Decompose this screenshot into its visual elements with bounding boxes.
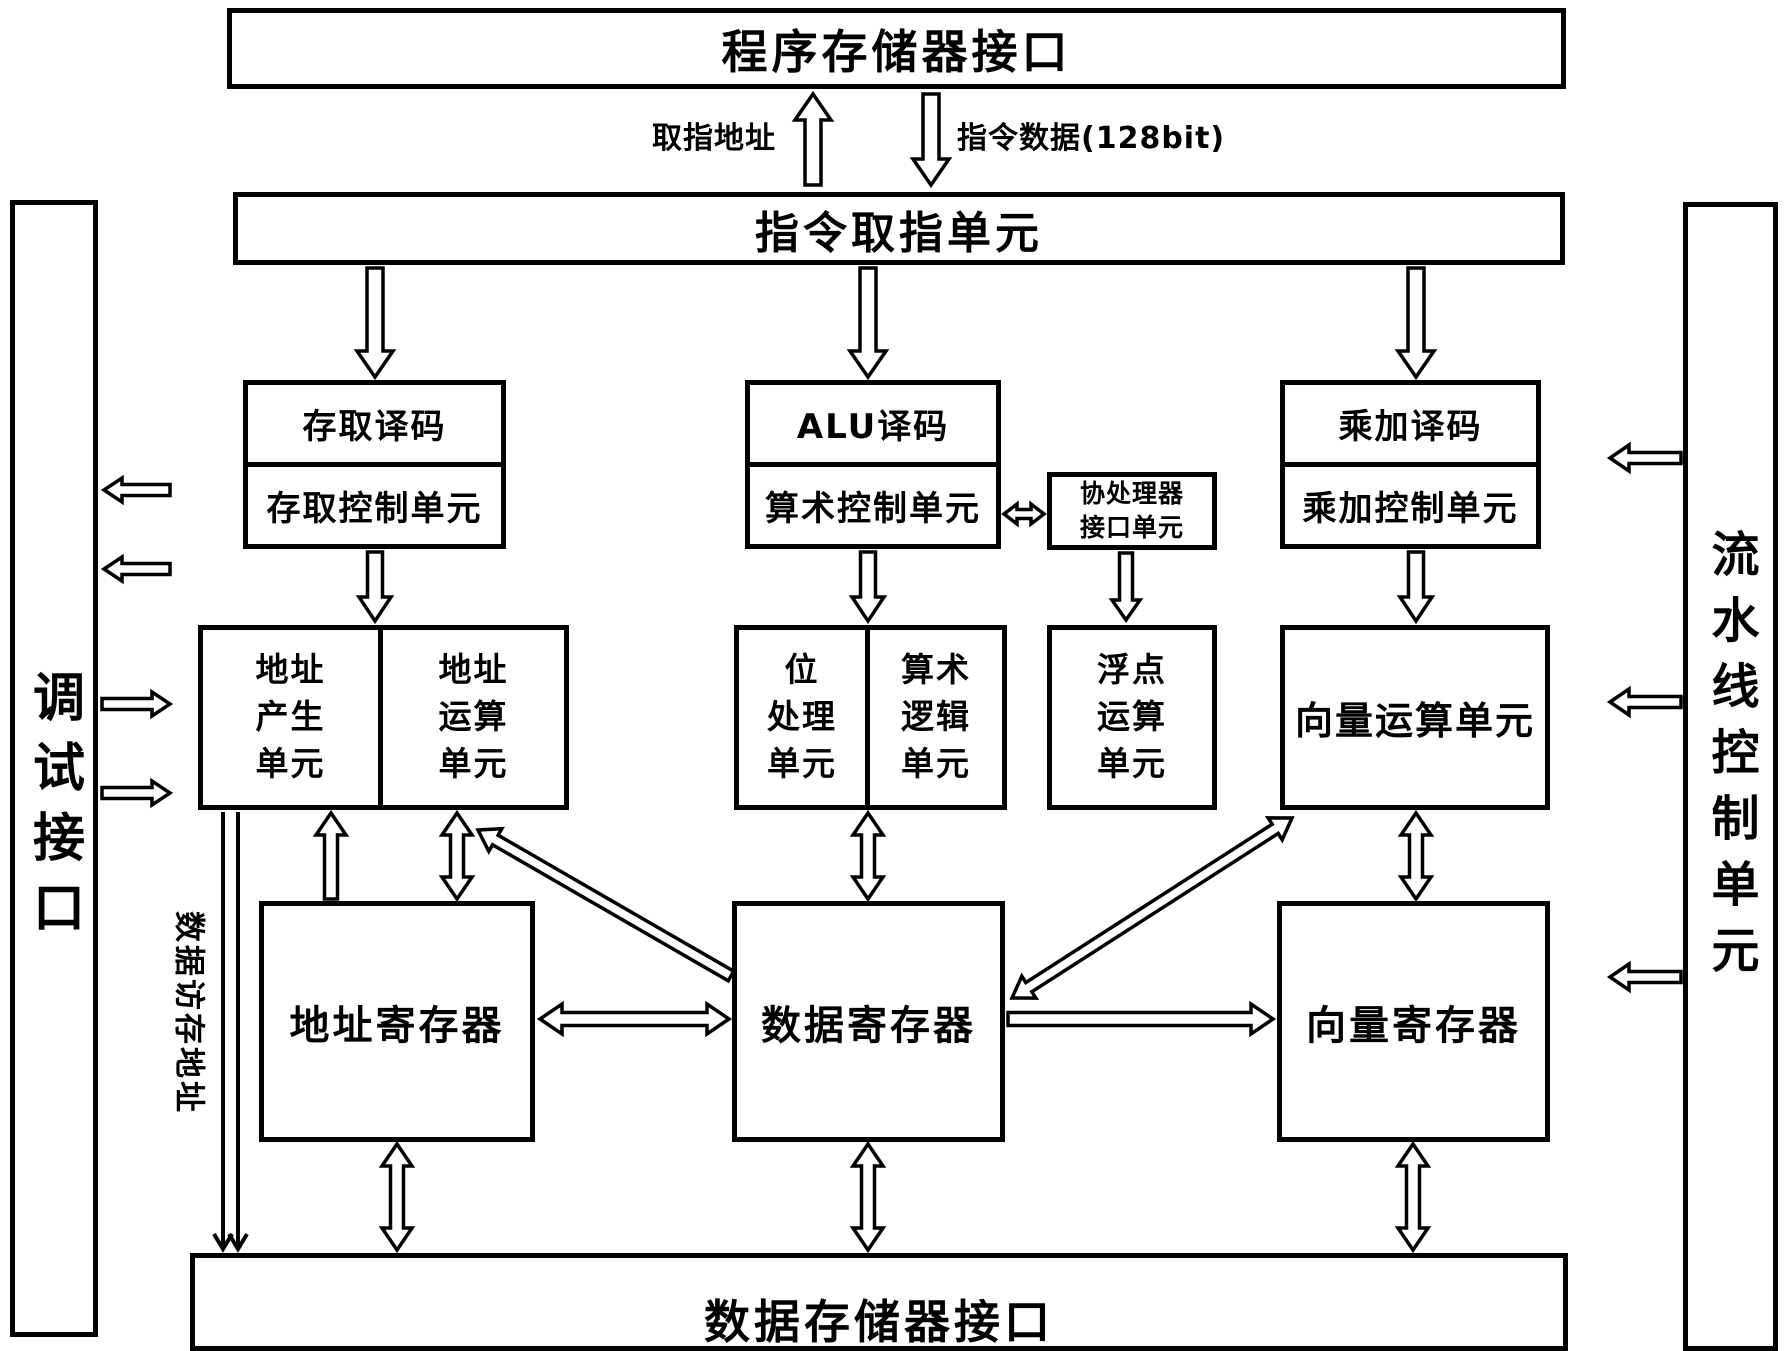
vector-register: 向量寄存器	[1277, 901, 1550, 1142]
address-calculation-unit-label: 地址 运算 单元	[438, 650, 509, 783]
mac-decode-cell: 乘加译码	[1285, 385, 1536, 467]
vector-operation-unit: 向量运算单元	[1280, 625, 1550, 810]
arrow-aluctrl-coproc-link	[1001, 500, 1047, 528]
arrow-fetch-to-access-decode	[353, 266, 397, 381]
line-data-access-address-2	[227, 812, 249, 1253]
address-register: 地址寄存器	[259, 901, 535, 1142]
arrow-vectorreg-membus-link	[1394, 1140, 1432, 1254]
arrow-datareg-aluunit-link	[849, 809, 887, 903]
data-register: 数据寄存器	[732, 901, 1005, 1142]
arrow-debug-in-1	[100, 474, 172, 506]
vector-operation-unit-label: 向量运算单元	[1294, 699, 1535, 743]
coprocessor-interface-label: 协处理器 接口单元	[1080, 477, 1184, 545]
debug-interface-bar: 调试接口	[10, 200, 98, 1337]
arrow-pipeline-ctrl-2	[1606, 685, 1683, 719]
program-memory-interface-bar: 程序存储器接口	[227, 8, 1566, 89]
arrow-access-ctrl-to-addr-units	[355, 550, 395, 625]
arrow-addrreg-datareg-link	[536, 1000, 733, 1038]
arrow-alu-ctrl-to-alu-units	[848, 550, 888, 625]
coprocessor-line2: 接口单元	[1079, 513, 1184, 542]
instruction-fetch-unit-bar: 指令取指单元	[233, 192, 1565, 265]
instruction-fetch-unit-label: 指令取指单元	[755, 207, 1043, 259]
data-register-label: 数据寄存器	[761, 1002, 976, 1049]
floating-point-unit: 浮点 运算 单元	[1047, 625, 1217, 810]
bit-processing-unit: 位 处理 单元	[734, 625, 870, 810]
arithmetic-control-unit-cell: 算术控制单元	[765, 489, 981, 529]
data-memory-interface-bar: 数据存储器接口	[190, 1253, 1568, 1351]
access-decode-cell: 存取译码	[248, 385, 501, 467]
coprocessor-line1: 协处理器	[1079, 479, 1184, 509]
arithmetic-logic-unit-label: 算术 逻辑 单元	[901, 650, 971, 783]
instruction-data-label: 指令数据(128bit)	[957, 121, 1226, 156]
address-register-label: 地址寄存器	[289, 1002, 505, 1049]
address-generation-unit: 地址 产生 单元	[198, 625, 383, 810]
arrow-pipeline-ctrl-3	[1606, 960, 1683, 994]
arrow-datareg-to-vectorreg	[1006, 1000, 1277, 1038]
arrow-addrreg-addrcalc-link	[438, 809, 476, 903]
arrow-datareg-membus-link	[849, 1140, 887, 1254]
alu-decode-block: ALU译码 算术控制单元	[745, 380, 1001, 549]
data-access-address-label: 数据访存地址	[170, 911, 207, 1115]
arrow-debug-in-2	[100, 553, 172, 585]
alu-decode-cell: ALU译码	[750, 385, 996, 467]
line-data-access-address-1	[212, 812, 234, 1253]
arrow-vectorunit-vectorreg-link	[1397, 809, 1435, 903]
vector-register-label: 向量寄存器	[1306, 1002, 1521, 1049]
arrow-mac-ctrl-to-vector-unit	[1396, 550, 1436, 625]
arrow-pipeline-ctrl-1	[1606, 441, 1683, 475]
arrow-instruction-data-down	[909, 92, 953, 189]
arrow-fetch-to-alu-decode	[846, 266, 890, 381]
arrow-fetch-to-mac-decode	[1394, 266, 1438, 381]
address-generation-unit-label: 地址 产生 单元	[255, 650, 326, 783]
arrow-debug-out-1	[100, 688, 174, 720]
arrow-debug-out-2	[100, 777, 174, 809]
coprocessor-interface-unit: 协处理器 接口单元	[1047, 472, 1217, 550]
program-memory-interface-label: 程序存储器接口	[721, 24, 1072, 79]
mac-decode-block: 乘加译码 乘加控制单元	[1280, 380, 1541, 549]
data-memory-interface-label: 数据存储器接口	[704, 1295, 1054, 1349]
access-control-unit-cell: 存取控制单元	[266, 489, 483, 529]
arithmetic-logic-unit: 算术 逻辑 单元	[865, 625, 1007, 810]
arrow-addrreg-membus-link	[378, 1140, 416, 1254]
arrow-datareg-vectorunit-link	[1009, 816, 1295, 1000]
arrow-coproc-to-fpu	[1108, 551, 1144, 624]
pipeline-control-unit-bar: 流水线控制单元	[1683, 202, 1778, 1351]
arrow-fetch-address-up	[791, 90, 835, 187]
address-calculation-unit: 地址 运算 单元	[378, 625, 569, 810]
pipeline-control-unit-label: 流水线控制单元	[1702, 529, 1759, 991]
arrow-addrreg-to-addrgen	[312, 809, 350, 901]
access-decode-block: 存取译码 存取控制单元	[243, 380, 506, 549]
floating-point-unit-label: 浮点 运算 单元	[1097, 650, 1167, 783]
mac-control-unit-cell: 乘加控制单元	[1302, 489, 1519, 529]
bit-processing-unit-label: 位 处理 单元	[767, 650, 837, 783]
debug-interface-label: 调试接口	[23, 670, 84, 950]
fetch-address-label: 取指地址	[652, 121, 776, 156]
